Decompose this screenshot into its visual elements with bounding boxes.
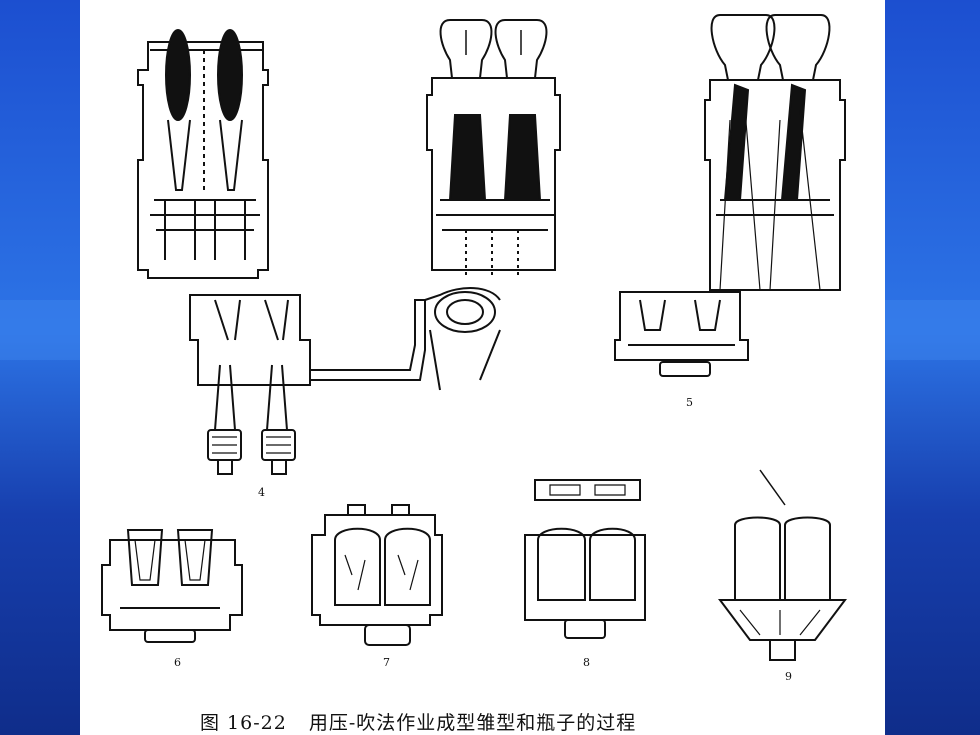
step-label-5: 5: [686, 396, 693, 409]
step-label-9: 9: [785, 670, 792, 683]
stage-step-8: [524, 479, 646, 639]
figure-caption-label: 图 16-22: [200, 712, 287, 734]
step-label-8: 8: [583, 656, 590, 669]
stage-press-left: [137, 29, 269, 279]
stage-press-right: [704, 14, 846, 291]
stage-step-4: [189, 287, 501, 475]
step-label-6: 6: [174, 656, 181, 669]
stage-step-9: [718, 469, 847, 661]
step-label-7: 7: [383, 656, 390, 669]
stage-press-middle: [426, 19, 561, 275]
press-blow-process-diagram: [101, 14, 847, 661]
stage-step-7: [311, 504, 443, 646]
figure-caption-text: 用压-吹法作业成型雏型和瓶子的过程: [308, 712, 637, 734]
diagram-page: 4 5 6 7 8 9 图 16-22 用压-吹法作业成型雏型和瓶子的过程: [80, 0, 885, 735]
rotary-table: [429, 291, 501, 391]
step-label-4: 4: [258, 486, 265, 499]
figure-caption: 图 16-22 用压-吹法作业成型雏型和瓶子的过程: [200, 708, 658, 735]
stage-step-5: [614, 291, 749, 377]
stage-step-6: [101, 529, 243, 643]
